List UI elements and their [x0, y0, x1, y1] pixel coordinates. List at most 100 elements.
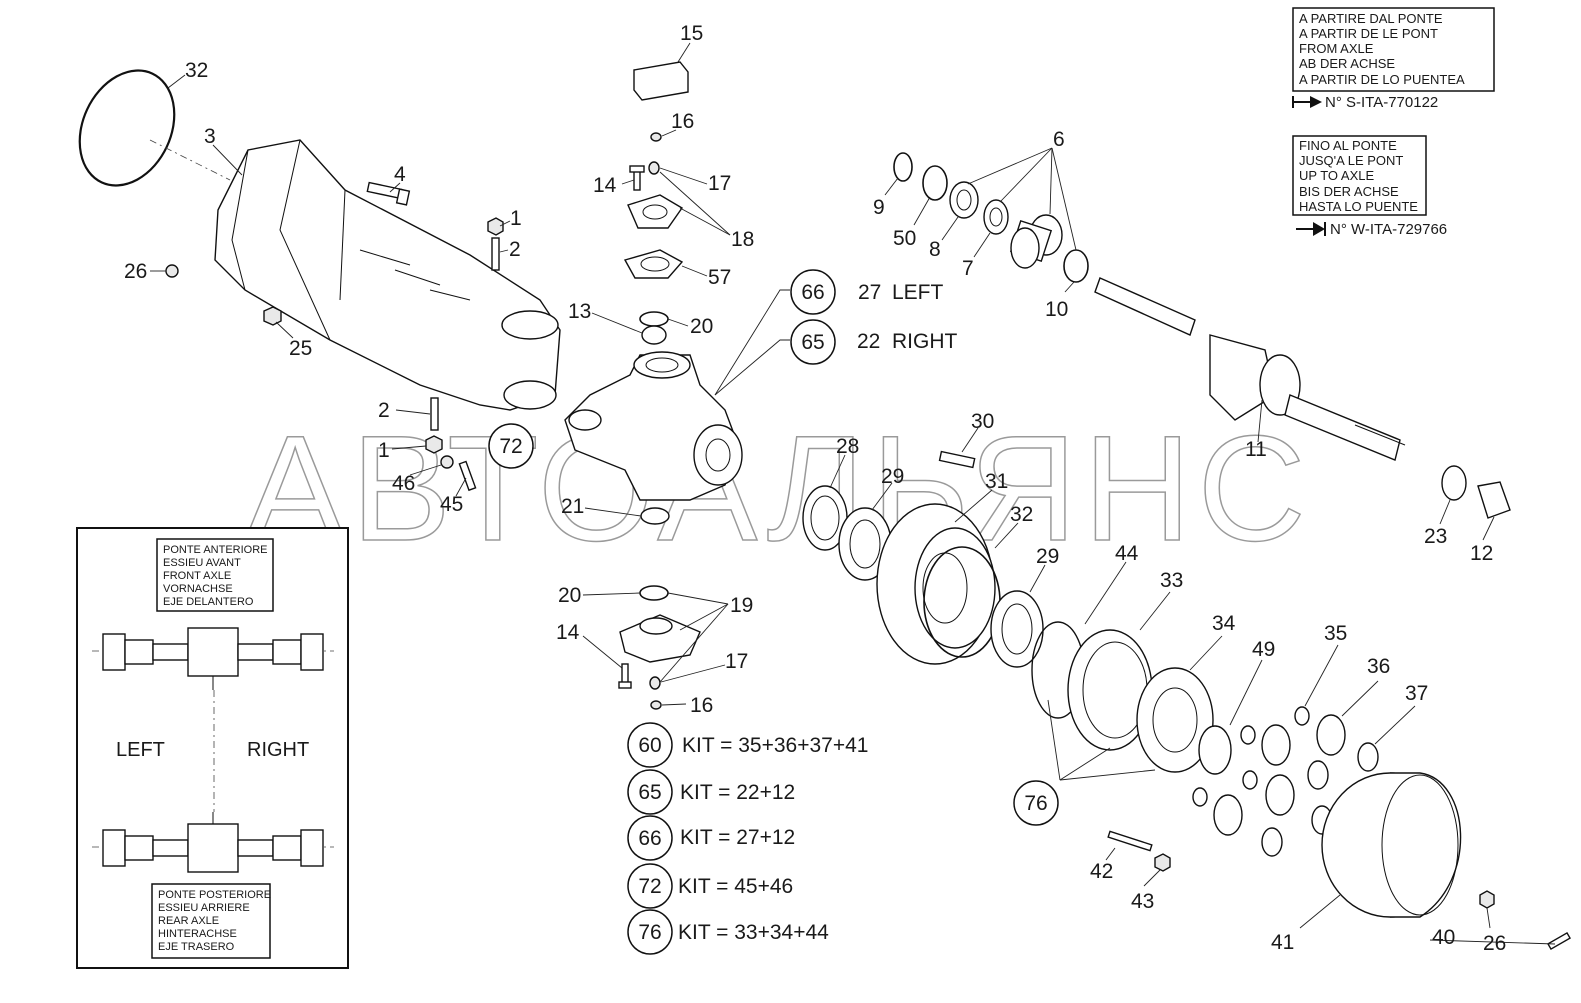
part-number-1-top: 1 [510, 207, 522, 230]
part-number-12: 12 [1470, 542, 1493, 565]
plug-26-left [165, 264, 179, 278]
seal-23 [1441, 465, 1467, 501]
seal-20-bottom [639, 585, 669, 601]
part-number-labels: 32 3 4 1 2 26 25 2 1 46 45 15 16 14 17 1… [124, 22, 1506, 955]
kit-row-60: 60 KIT = 35+36+37+41 [627, 722, 868, 768]
part-number-29-outer: 29 [1036, 545, 1059, 568]
side-kit-65: 65 22 RIGHT [790, 319, 958, 365]
side-kit-65-part: 22 [857, 330, 880, 353]
stud-30 [938, 450, 976, 469]
gear-36-d [1213, 794, 1243, 836]
part-number-14-top: 14 [593, 174, 617, 197]
part-number-50: 50 [893, 227, 916, 250]
gear-36-b [1261, 724, 1291, 766]
screw-42 [1107, 830, 1153, 852]
rear-axle-line-4: HINTERACHSE [158, 928, 237, 940]
kit-row-65: 65 KIT = 22+12 [627, 769, 795, 815]
part-number-29-inner: 29 [881, 465, 904, 488]
grease-17-bottom [649, 676, 661, 690]
o-ring-10 [1063, 249, 1089, 283]
bearing-29-outer [990, 590, 1044, 668]
serial-from-line-3: FROM AXLE [1299, 41, 1374, 56]
ring-35-c [1242, 770, 1258, 790]
nut-43 [1154, 853, 1171, 872]
serial-to-arrow-icon [1296, 222, 1326, 236]
plug-16-top [650, 132, 662, 142]
serial-to-line-1: FINO AL PONTE [1299, 138, 1397, 153]
part-number-45: 45 [440, 493, 463, 516]
part-number-34: 34 [1212, 612, 1236, 635]
kit-row-72: 72 KIT = 45+46 [627, 863, 793, 909]
hub-31 [876, 503, 996, 665]
kit-72-id: 72 [638, 875, 661, 898]
part-number-2-top: 2 [509, 238, 521, 261]
part-number-14-bottom: 14 [556, 621, 580, 644]
bearing-8 [949, 181, 979, 219]
gear-36-c [1265, 774, 1295, 816]
part-number-2-lower: 2 [378, 399, 390, 422]
part-number-41: 41 [1271, 931, 1294, 954]
nut-1-top [487, 217, 504, 236]
bearing-37-a [1357, 742, 1379, 772]
kit-60-text: KIT = 35+36+37+41 [682, 734, 868, 757]
kit-row-76: 76 KIT = 33+34+44 [627, 909, 829, 955]
kit-65-text: KIT = 22+12 [680, 781, 795, 804]
side-kit-66: 66 27 LEFT [790, 269, 944, 315]
serial-to-line-3: UP TO AXLE [1299, 168, 1374, 183]
callout-76: 76 [1013, 780, 1059, 826]
kit-60-id: 60 [638, 734, 661, 757]
bushing-12 [1477, 481, 1511, 519]
serial-from-line-1: A PARTIRE DAL PONTE [1299, 11, 1443, 26]
kit-72-text: KIT = 45+46 [678, 875, 793, 898]
kit-66-text: KIT = 27+12 [680, 826, 795, 849]
serial-to-line-2: JUSQ'A LE PONT [1299, 153, 1403, 168]
watermark-text: АВТОАЛЬЯНС [245, 404, 1312, 572]
planet-carrier-41 [1321, 772, 1462, 918]
serial-from-line-4: AB DER ACHSE [1299, 56, 1395, 71]
part-number-42: 42 [1090, 860, 1113, 883]
rear-axle-line-5: EJE TRASERO [158, 941, 235, 953]
part-number-11: 11 [1245, 438, 1267, 461]
part-number-40: 40 [1432, 926, 1455, 949]
part-number-26-left: 26 [124, 260, 147, 283]
part-number-28: 28 [836, 435, 859, 458]
plug-26-right [1479, 890, 1495, 909]
part-number-3: 3 [204, 125, 216, 148]
washer-49 [1198, 725, 1232, 775]
cap-15 [633, 61, 689, 101]
serial-from-arrow-icon [1292, 96, 1322, 108]
side-kit-66-id: 66 [801, 281, 824, 304]
bearing-37-b [1307, 760, 1329, 790]
plug-16-bottom [650, 700, 662, 710]
serial-to-line-5: HASTA LO PUENTE [1299, 199, 1418, 214]
nut-1-lower [425, 435, 443, 454]
part-number-8: 8 [929, 238, 941, 261]
serial-to-line-4: BIS DER ACHSE [1299, 184, 1399, 199]
serial-to-number: N° W-ITA-729766 [1330, 221, 1447, 238]
axle-housing [214, 139, 561, 411]
serial-from-line-5: A PARTIR DE LO PUENTEA [1299, 72, 1465, 87]
front-axle-line-4: VORNACHSE [163, 583, 233, 595]
front-axle-line-2: ESSIEU AVANT [163, 557, 241, 569]
ring-35-d [1240, 725, 1256, 745]
ring-35 [1294, 706, 1310, 726]
part-number-31: 31 [985, 470, 1008, 493]
grease-17-top [648, 161, 660, 175]
serial-to-box: FINO AL PONTE JUSQ'A LE PONT UP TO AXLE … [1292, 135, 1427, 216]
side-kit-66-part: 27 [858, 281, 881, 304]
rear-axle-line-1: PONTE POSTERIORE [158, 889, 271, 901]
callout-72-text: 72 [499, 435, 522, 458]
axle-shaft-11 [1094, 277, 1406, 461]
part-number-49: 49 [1252, 638, 1275, 661]
front-axle-sketch [92, 627, 334, 690]
snap-ring-9 [893, 152, 913, 182]
part-number-4: 4 [394, 163, 406, 186]
part-number-32-top: 32 [185, 59, 208, 82]
serial-from-box: A PARTIRE DAL PONTE A PARTIR DE LE PONT … [1292, 7, 1495, 92]
part-number-20-bottom: 20 [558, 584, 581, 607]
kit-row-66: 66 KIT = 27+12 [627, 815, 795, 861]
ring-50 [922, 165, 948, 201]
part-number-18: 18 [731, 228, 754, 251]
washer-46 [440, 455, 454, 469]
